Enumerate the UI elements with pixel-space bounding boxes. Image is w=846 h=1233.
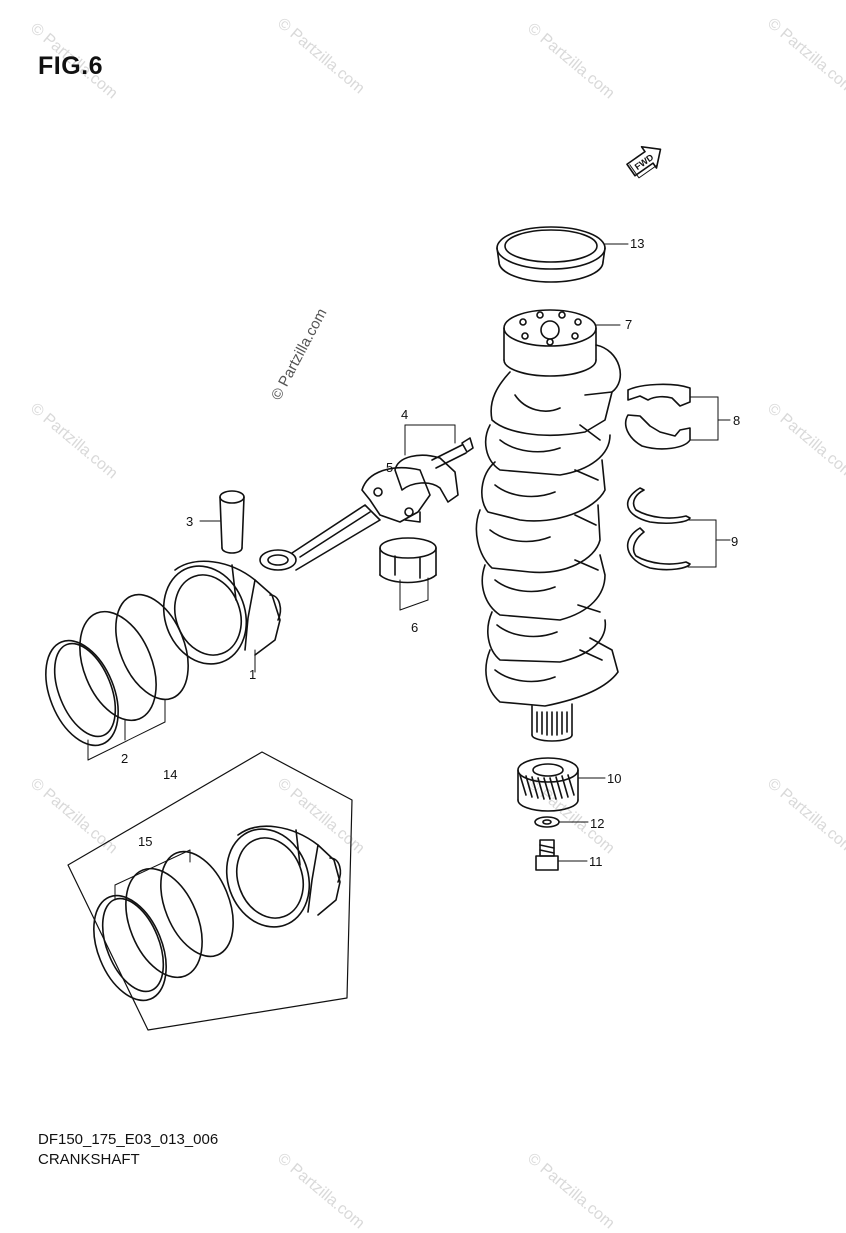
callout-6: 6: [411, 620, 419, 635]
callout-3: 3: [186, 514, 194, 529]
callout-12: 12: [590, 816, 605, 831]
callout-4: 4: [401, 407, 409, 422]
exploded-parts-diagram: FWD: [45, 145, 731, 1031]
callout-8: 8: [733, 413, 741, 428]
rod-cap-4: [394, 424, 474, 503]
callout-1: 1: [249, 667, 257, 682]
bolt-11: [535, 839, 588, 871]
callout-5: 5: [386, 460, 394, 475]
callout-7: 7: [625, 317, 633, 332]
washer-12: [534, 816, 589, 828]
crank-gear-10: [517, 757, 606, 812]
piston-rings-2: [45, 593, 189, 761]
callout-11: 11: [589, 854, 603, 869]
callout-9: 9: [731, 534, 739, 549]
piston-kit-box-14: [67, 751, 353, 1031]
callout-13: 13: [630, 236, 645, 251]
fwd-arrow-icon: FWD: [626, 145, 662, 179]
oil-seal-13: [496, 226, 629, 283]
callout-2: 2: [121, 751, 129, 766]
figure-title: FIG.6: [38, 52, 104, 80]
piston-pin-3: [199, 490, 245, 554]
rod-bearing-6: [379, 537, 437, 611]
connecting-rod: [259, 467, 431, 571]
piston-1: [162, 560, 282, 673]
crankshaft-7: [475, 309, 622, 742]
callout-10: 10: [607, 771, 622, 786]
thrust-bearing-9: [626, 487, 731, 571]
figure-code: DF150_175_E03_013_006: [38, 1131, 219, 1148]
callout-14: 14: [163, 767, 178, 782]
figure-name: CRANKSHAFT: [38, 1151, 140, 1168]
callout-15: 15: [138, 834, 153, 849]
figure-footer: DF150_175_E03_013_006 CRANKSHAFT: [38, 1130, 218, 1170]
main-bearing-8: [624, 383, 731, 450]
